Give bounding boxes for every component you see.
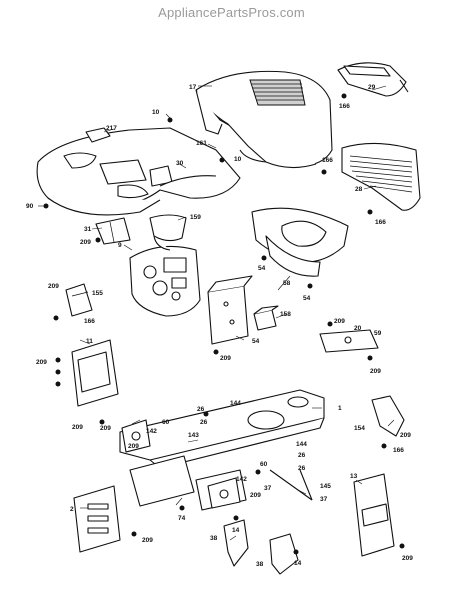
- callout-142-b: 142: [236, 476, 247, 483]
- callout-166-c: 166: [375, 219, 386, 226]
- callout-60-b: 60: [260, 461, 268, 468]
- bracket-31: [95, 217, 131, 245]
- callout-209-j: 209: [128, 443, 139, 450]
- callout-158: 158: [280, 311, 291, 318]
- hood-grille: [252, 83, 304, 101]
- callout-14: 14: [232, 527, 240, 534]
- callout-209-f: 209: [370, 368, 381, 375]
- callout-54-b: 54: [303, 295, 311, 302]
- callout-13: 13: [350, 473, 358, 480]
- callout-17: 17: [189, 84, 197, 91]
- bracket-217: [85, 127, 111, 143]
- callout-20: 20: [354, 325, 362, 332]
- frame: [119, 389, 325, 511]
- callout-14-b: 14: [294, 560, 302, 567]
- callout-37-b: 37: [320, 496, 328, 503]
- callout-59: 59: [374, 330, 382, 337]
- callout-209-b: 209: [48, 283, 59, 290]
- callout-209-c: 209: [220, 355, 231, 362]
- callout-74: 74: [178, 515, 186, 522]
- callout-142: 142: [146, 428, 157, 435]
- callout-1: 1: [338, 405, 342, 412]
- callout-58: 58: [283, 280, 291, 287]
- callout-30: 30: [176, 160, 184, 167]
- callout-10: 10: [152, 109, 160, 116]
- pedal-38-right: [269, 533, 299, 575]
- switch-158: [253, 305, 279, 331]
- callout-26: 26: [197, 406, 205, 413]
- callout-166-d: 166: [84, 318, 95, 325]
- callout-209-d: 209: [334, 318, 345, 325]
- fender-pan: [36, 127, 241, 216]
- side-plate-13: [353, 473, 395, 557]
- callout-37: 37: [264, 485, 272, 492]
- seat-pan: [251, 207, 349, 277]
- front-panel-2: [73, 485, 121, 553]
- watermark-text: AppliancePartsPros.com: [158, 5, 305, 20]
- panel-11: [71, 339, 119, 407]
- callout-90: 90: [26, 203, 34, 210]
- callout-209-m: 209: [402, 555, 413, 562]
- callout-154: 154: [354, 425, 365, 432]
- callout-209-k: 209: [250, 492, 261, 499]
- callout-159: 159: [190, 214, 201, 221]
- callout-26-d: 26: [298, 465, 306, 472]
- hood: [195, 70, 333, 169]
- callout-144-b: 144: [296, 441, 307, 448]
- bracket-142-upper: [121, 419, 151, 453]
- callout-209-h: 209: [400, 432, 411, 439]
- callout-217: 217: [106, 125, 117, 132]
- callout-166: 166: [339, 103, 350, 110]
- callout-38-b: 38: [256, 561, 264, 568]
- callout-28: 28: [355, 186, 363, 193]
- callout-145: 145: [320, 483, 331, 490]
- rod-37: [269, 469, 313, 501]
- callout-209-l: 209: [142, 537, 153, 544]
- bracket-142-lower: [207, 477, 241, 509]
- callout-209-i: 209: [100, 425, 111, 432]
- callout-labels: 17 29 166 10 217 161 10 30 166 90 28 166…: [26, 84, 413, 568]
- callout-54-c: 54: [252, 338, 260, 345]
- callout-10-b: 10: [234, 156, 242, 163]
- callout-209: 209: [80, 239, 91, 246]
- callout-9: 9: [118, 242, 122, 249]
- callout-144: 144: [230, 400, 241, 407]
- bracket-155: [65, 283, 93, 317]
- callout-161: 161: [196, 140, 207, 147]
- callout-166-b: 166: [322, 157, 333, 164]
- hardware-bolts: [43, 93, 405, 555]
- callout-2: 2: [70, 506, 74, 513]
- callout-38: 38: [210, 535, 218, 542]
- callout-209-g: 209: [72, 424, 83, 431]
- callout-26-c: 26: [298, 452, 306, 459]
- grille-insert: [337, 62, 409, 97]
- front-grille: [341, 142, 421, 211]
- callout-143: 143: [188, 432, 199, 439]
- steering-support: [149, 214, 187, 251]
- callout-26-b: 26: [200, 419, 208, 426]
- dash-console: [129, 245, 201, 317]
- callout-29: 29: [368, 84, 376, 91]
- plate-20: [319, 329, 379, 353]
- bracket-154: [371, 395, 405, 437]
- callout-31: 31: [84, 226, 92, 233]
- callout-54: 54: [258, 265, 266, 272]
- callout-155: 155: [92, 290, 103, 297]
- leader-lines: [38, 85, 395, 541]
- callout-209-e: 209: [36, 359, 47, 366]
- dash-bracket: [207, 275, 253, 345]
- callout-11: 11: [86, 338, 93, 345]
- callout-166-e: 166: [393, 447, 404, 454]
- pedal-38-left: [223, 519, 249, 567]
- callout-60: 60: [162, 419, 170, 426]
